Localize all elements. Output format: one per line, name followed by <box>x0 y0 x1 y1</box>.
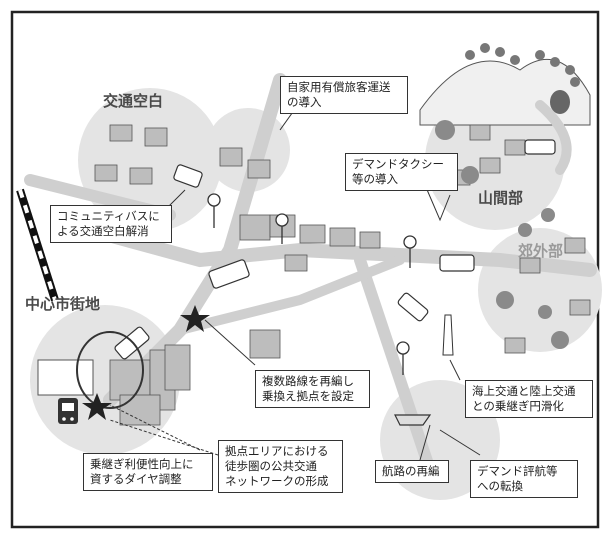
van-icon <box>173 164 203 188</box>
vehicles <box>114 139 556 426</box>
callout-transfer-schedule: 乗継ぎ利便性向上に 資するダイヤ調整 <box>83 453 213 491</box>
trees <box>435 120 569 349</box>
bus-icon <box>208 259 250 289</box>
hub-stars <box>82 305 210 420</box>
houses <box>94 124 591 426</box>
mountain-bus-icon <box>524 139 556 155</box>
callout-route-reorg: 複数路線を再編し 乗換え拠点を設定 <box>255 370 370 408</box>
hub-star-icon <box>82 393 112 420</box>
bus-stops <box>207 193 417 375</box>
taxi-icon <box>439 254 475 272</box>
railway-crossing <box>16 188 59 302</box>
ferry-icon <box>394 414 432 426</box>
callout-demand-shift: デマンド評航等 への転換 <box>470 460 578 498</box>
area-label-suburb: 郊外部 <box>518 242 564 260</box>
callout-demand-taxi: デマンドタクシー 等の導入 <box>345 153 458 191</box>
hub-ring <box>76 331 144 409</box>
callout-route-reorg-sea: 航路の再編 <box>375 460 449 483</box>
callout-community-bus: コミュニティバスに よる交通空白解消 <box>50 205 172 243</box>
city-features <box>37 331 144 424</box>
coast-bus-icon <box>397 292 429 322</box>
callout-private-vehicle: 自家用有償旅客運送 の導入 <box>280 76 408 114</box>
area-label-transport-gap: 交通空白 <box>103 92 164 110</box>
hub-star-icon <box>180 305 210 332</box>
callout-sea-land: 海上交通と陸上交通 との乗継ぎ円滑化 <box>465 380 593 418</box>
callout-hub-network: 拠点エリアにおける 徒歩圏の公共交通 ネットワークの形成 <box>218 440 343 493</box>
area-label-city-center: 中心市街地 <box>25 295 101 313</box>
lighthouse-icon <box>442 314 454 356</box>
area-label-mountain: 山間部 <box>478 189 524 207</box>
